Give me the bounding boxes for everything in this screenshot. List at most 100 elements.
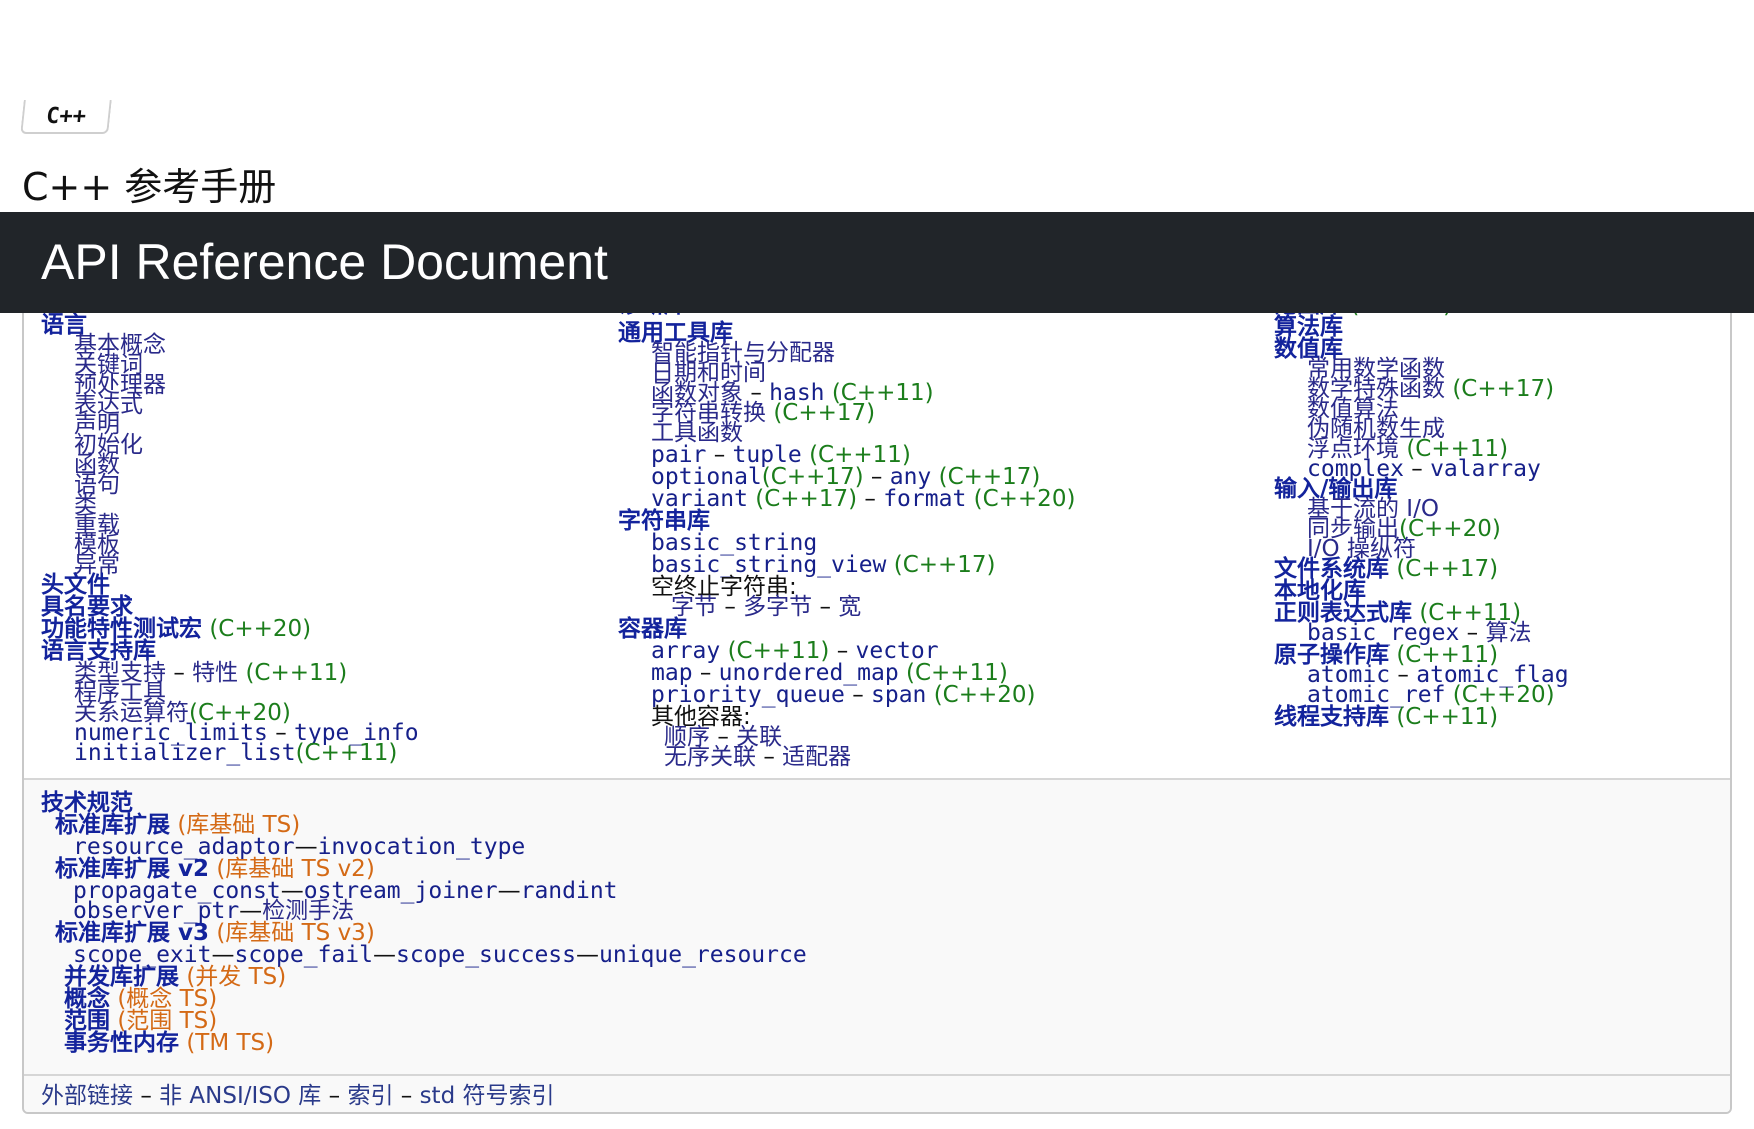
link-special-math[interactable]: 数学特殊函数: [1307, 376, 1445, 402]
link-functions[interactable]: 函数: [74, 452, 120, 478]
link-sequence[interactable]: 顺序: [664, 724, 710, 750]
link-headers[interactable]: 头文件: [41, 572, 110, 598]
link-numeric-algorithms[interactable]: 数值算法: [1307, 396, 1399, 422]
link-valarray[interactable]: valarray: [1430, 456, 1541, 482]
link-numerics[interactable]: 数值库: [1274, 336, 1343, 362]
link-declarations[interactable]: 声明: [74, 412, 120, 438]
tab-cpp[interactable]: C++: [20, 100, 112, 134]
link-libfund[interactable]: 标准库扩展: [55, 812, 170, 838]
link-unordered-associative[interactable]: 无序关联: [664, 744, 756, 770]
link-sync-output[interactable]: 同步输出: [1307, 516, 1399, 542]
link-atomic-flag[interactable]: atomic_flag: [1416, 662, 1569, 688]
link-any[interactable]: any: [889, 464, 932, 490]
link-std-symbol-index[interactable]: std 符号索引: [419, 1083, 555, 1109]
link-randint[interactable]: randint: [520, 878, 618, 904]
link-io[interactable]: 输入/输出库: [1274, 476, 1398, 502]
link-localization[interactable]: 本地化库: [1274, 578, 1366, 604]
link-ranges-ts[interactable]: 范围: [64, 1008, 110, 1034]
link-feature-test-macros[interactable]: 功能特性测试宏: [41, 616, 202, 642]
link-templates[interactable]: 模板: [74, 532, 120, 558]
link-regex-algorithms[interactable]: 算法: [1485, 620, 1532, 646]
link-tuple[interactable]: tuple: [732, 442, 802, 468]
link-language-support[interactable]: 语言支持库: [41, 638, 156, 664]
link-complex[interactable]: complex: [1307, 456, 1404, 482]
link-byte-strings[interactable]: 字节: [671, 594, 717, 620]
link-expressions[interactable]: 表达式: [74, 392, 143, 418]
link-scope-fail[interactable]: scope_fail: [234, 942, 373, 968]
link-initialization[interactable]: 初始化: [74, 432, 143, 458]
link-map[interactable]: map: [651, 660, 693, 686]
link-statements[interactable]: 语句: [74, 472, 120, 498]
link-non-ansi[interactable]: 非 ANSI/ISO 库: [159, 1083, 322, 1109]
link-program-utilities[interactable]: 程序工具: [74, 680, 166, 706]
link-smart-pointers[interactable]: 智能指针与分配器: [651, 340, 835, 366]
link-span[interactable]: span: [871, 682, 927, 708]
link-format[interactable]: format: [883, 486, 967, 512]
link-basic-string-view[interactable]: basic_string_view: [651, 552, 887, 578]
link-variant[interactable]: variant: [651, 486, 748, 512]
link-type-info[interactable]: type_info: [294, 720, 419, 746]
link-external-links[interactable]: 外部链接: [41, 1083, 133, 1109]
link-basic-string[interactable]: basic_string: [651, 530, 818, 556]
link-scope-exit[interactable]: scope_exit: [73, 942, 212, 968]
link-basic-regex[interactable]: basic_regex: [1307, 620, 1460, 646]
link-algorithms[interactable]: 算法库: [1274, 314, 1343, 340]
link-libfund3[interactable]: 标准库扩展 v3: [55, 920, 210, 946]
link-regex[interactable]: 正则表达式库: [1274, 600, 1412, 626]
link-classes[interactable]: 类: [74, 492, 97, 518]
link-strings[interactable]: 字符串库: [618, 508, 710, 534]
link-initializer-list[interactable]: initializer_list: [74, 740, 296, 766]
link-language[interactable]: 语言: [41, 312, 87, 338]
link-scope-success[interactable]: scope_success: [395, 942, 576, 968]
link-preprocessor[interactable]: 预处理器: [74, 372, 166, 398]
link-string-conversions[interactable]: 字符串转换: [651, 400, 766, 426]
link-stream-io[interactable]: 基于流的 I/O: [1307, 496, 1439, 522]
link-hash[interactable]: hash: [769, 380, 825, 406]
link-basic-concepts[interactable]: 基本概念: [74, 332, 166, 358]
link-libfund2[interactable]: 标准库扩展 v2: [55, 856, 210, 882]
link-atomic-ref[interactable]: atomic_ref: [1307, 682, 1446, 708]
link-common-math[interactable]: 常用数学函数: [1307, 356, 1445, 382]
link-utilities[interactable]: 通用工具库: [618, 320, 733, 346]
link-associative[interactable]: 关联: [736, 724, 783, 750]
link-concepts[interactable]: 概念: [64, 986, 110, 1012]
link-invocation-type[interactable]: invocation_type: [317, 834, 526, 860]
link-containers[interactable]: 容器库: [618, 616, 687, 642]
link-observer-ptr[interactable]: observer_ptr: [73, 898, 240, 924]
link-io-manipulators[interactable]: I/O 操纵符: [1307, 536, 1416, 562]
link-wide-strings[interactable]: 宽: [838, 594, 862, 620]
link-utility-functions[interactable]: 工具函数: [651, 420, 743, 446]
link-fenv[interactable]: 浮点环境: [1307, 436, 1399, 462]
link-unordered-map[interactable]: unordered_map: [718, 660, 899, 686]
link-function-objects[interactable]: 函数对象: [651, 380, 743, 406]
link-multibyte-strings[interactable]: 多字节: [743, 594, 813, 620]
link-propagate-const[interactable]: propagate_const: [73, 878, 281, 904]
link-index[interactable]: 索引: [347, 1083, 394, 1109]
link-pair[interactable]: pair: [651, 442, 707, 468]
link-prng[interactable]: 伪随机数生成: [1307, 416, 1445, 442]
link-exceptions[interactable]: 异常: [74, 552, 120, 578]
link-type-support[interactable]: 类型支持: [74, 660, 166, 686]
link-resource-adaptor[interactable]: resource_adaptor: [73, 834, 295, 860]
link-detection-idiom[interactable]: 检测手法: [262, 898, 355, 924]
link-ostream-joiner[interactable]: ostream_joiner: [303, 878, 498, 904]
link-atomic-type[interactable]: atomic: [1307, 662, 1391, 688]
link-atomic[interactable]: 原子操作库: [1274, 642, 1389, 668]
link-overloading[interactable]: 重载: [74, 512, 120, 538]
link-unique-resource[interactable]: unique_resource: [598, 942, 807, 968]
link-date-time[interactable]: 日期和时间: [651, 360, 766, 386]
link-vector[interactable]: vector: [855, 638, 939, 664]
link-priority-queue[interactable]: priority_queue: [651, 682, 845, 708]
link-traits[interactable]: 特性: [192, 660, 239, 686]
link-array[interactable]: array: [651, 638, 721, 664]
link-technical-specifications[interactable]: 技术规范: [41, 790, 133, 816]
link-named-requirements[interactable]: 具名要求: [41, 594, 133, 620]
link-filesystem[interactable]: 文件系统库: [1274, 556, 1389, 582]
link-concurrency[interactable]: 并发库扩展: [64, 964, 179, 990]
link-keywords[interactable]: 关键词: [74, 352, 143, 378]
link-transactional-memory[interactable]: 事务性内存: [64, 1030, 179, 1056]
link-numeric-limits[interactable]: numeric_limits: [74, 720, 268, 746]
link-optional[interactable]: optional: [651, 464, 762, 490]
link-relational-operators[interactable]: 关系运算符: [74, 700, 189, 726]
link-adaptors[interactable]: 适配器: [782, 744, 852, 770]
